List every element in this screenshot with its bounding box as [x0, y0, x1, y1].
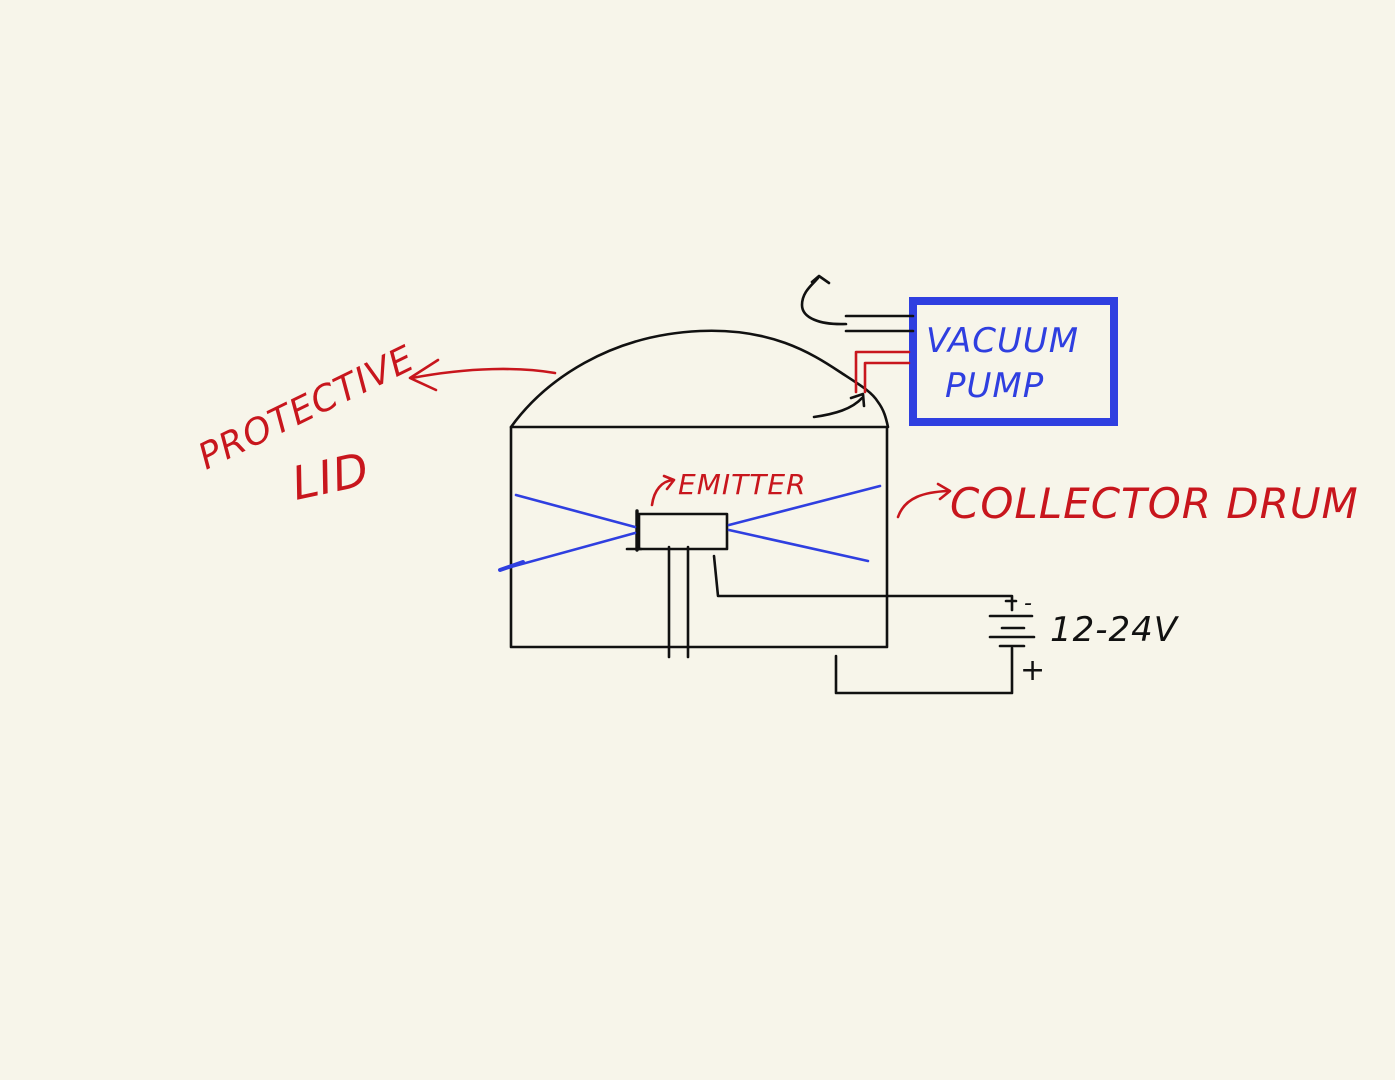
vacuum-pump-label-line1: VACUUM — [926, 321, 1079, 361]
protective-lid-label-line2: LID — [287, 442, 374, 511]
vacuum-pump-label-line2: PUMP — [945, 366, 1044, 406]
collector-pointer-arrow — [896, 482, 952, 519]
emitter — [625, 509, 729, 659]
battery-circuit — [712, 554, 1014, 695]
emission-lines — [498, 484, 882, 572]
exhaust-outlet — [800, 274, 915, 333]
emitter-pointer-arrow — [650, 474, 676, 507]
vacuum-pump-box — [909, 297, 1118, 426]
battery-minus-label: - — [1024, 591, 1033, 616]
lid-pointer-arrow — [408, 358, 557, 392]
battery-plus-label: + — [1020, 653, 1046, 688]
voltage-label: 12-24V — [1050, 610, 1180, 650]
emitter-label: EMITTER — [678, 468, 806, 501]
battery-symbol — [988, 599, 1036, 648]
protective-lid — [509, 329, 890, 429]
collector-drum-label: COLLECTOR DRUM — [950, 479, 1359, 528]
suction-line — [812, 350, 911, 419]
collector-drum — [509, 425, 889, 649]
